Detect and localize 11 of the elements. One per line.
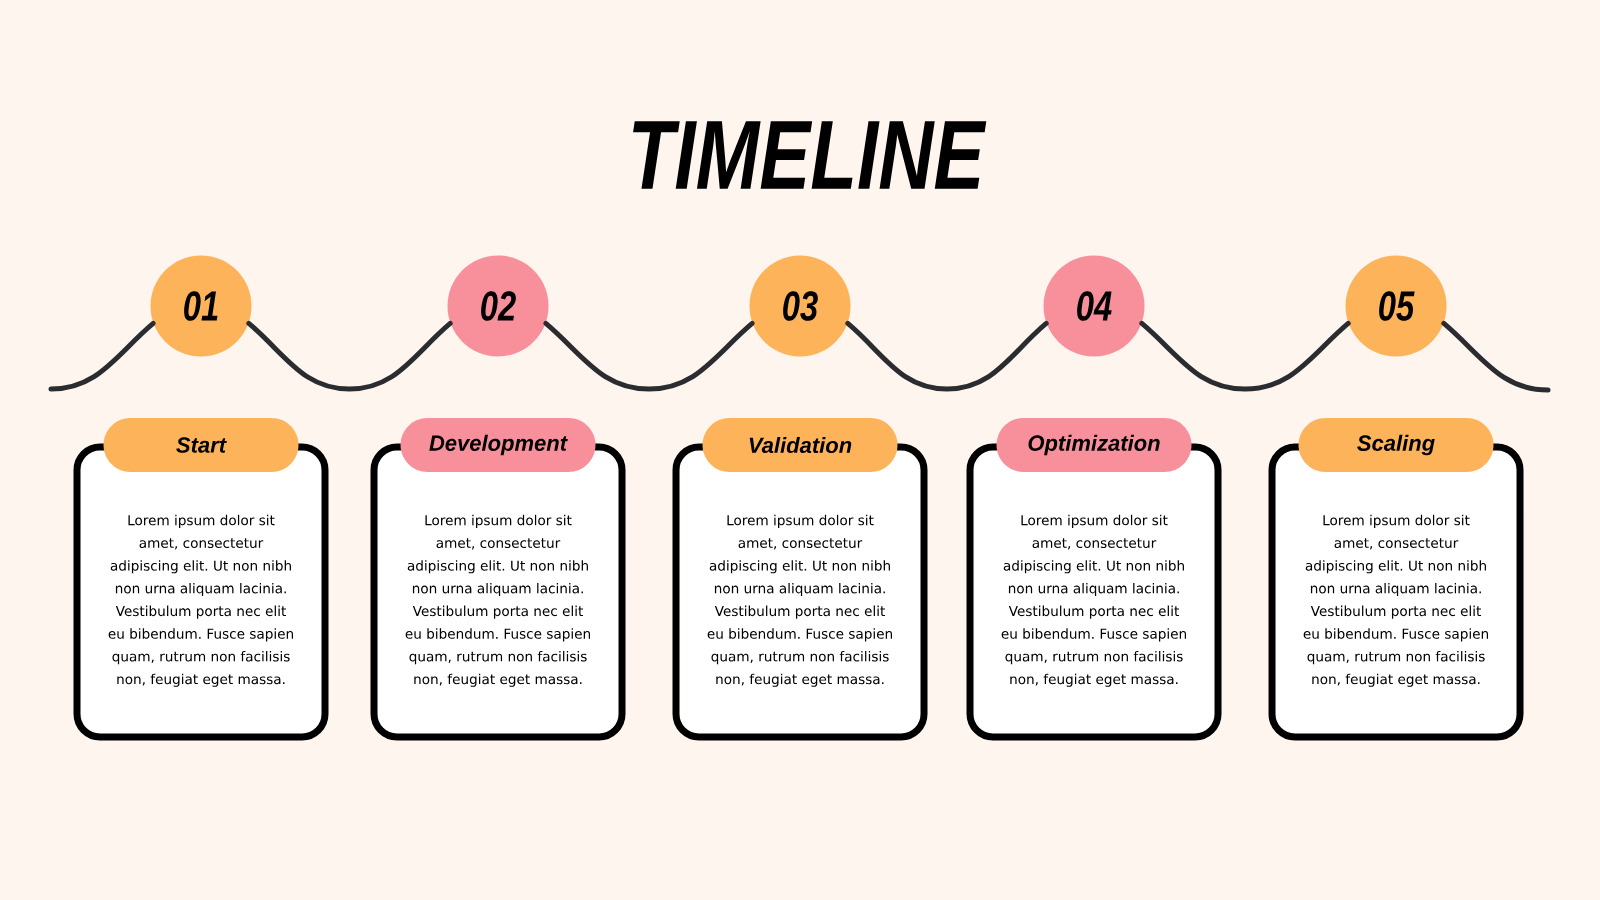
heading-tab: Development [400, 418, 596, 472]
heading-tab: Start [103, 418, 299, 472]
wavy-line [845, 320, 1049, 392]
wavy-line [1139, 320, 1351, 392]
heading-tab: Validation [702, 418, 898, 472]
title: TIMELINE [633, 121, 987, 189]
wavy-line [543, 320, 755, 392]
heading-tab: Optimization [996, 418, 1192, 472]
wavy-line [1441, 320, 1551, 393]
wavy-line [246, 320, 453, 392]
wavy-line [48, 320, 156, 392]
